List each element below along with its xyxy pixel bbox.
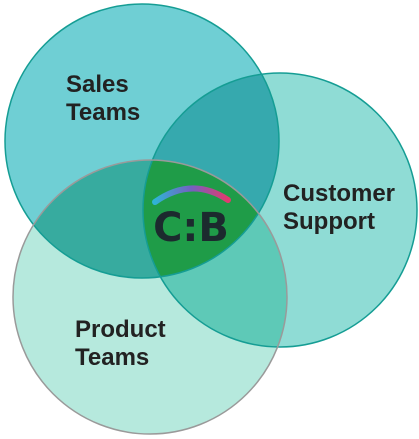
sales-teams-label-line-2: Teams [66,99,140,126]
product-teams-outline [12,159,288,435]
customer-support-label: Customer Support [283,180,402,235]
customer-support-outline [142,72,418,348]
product-teams-label-line-2: Teams [75,344,149,371]
sales-teams-label-line-1: Sales [66,71,129,98]
sales-customer-overlap [143,73,279,278]
customer-support-label-line-2: Support [283,208,375,235]
sales-teams-outline [4,3,280,279]
product-teams-label-line-1: Product [75,316,166,343]
sales-teams-label: Sales Teams [66,71,140,126]
center-overlap [143,160,279,278]
product-teams-label: Product Teams [75,316,172,371]
customer-support-label-line-1: Customer [283,180,395,207]
logo-text: C:B [153,205,229,251]
logo-arc-icon [152,185,231,205]
cb-logo: C:B [152,185,231,251]
